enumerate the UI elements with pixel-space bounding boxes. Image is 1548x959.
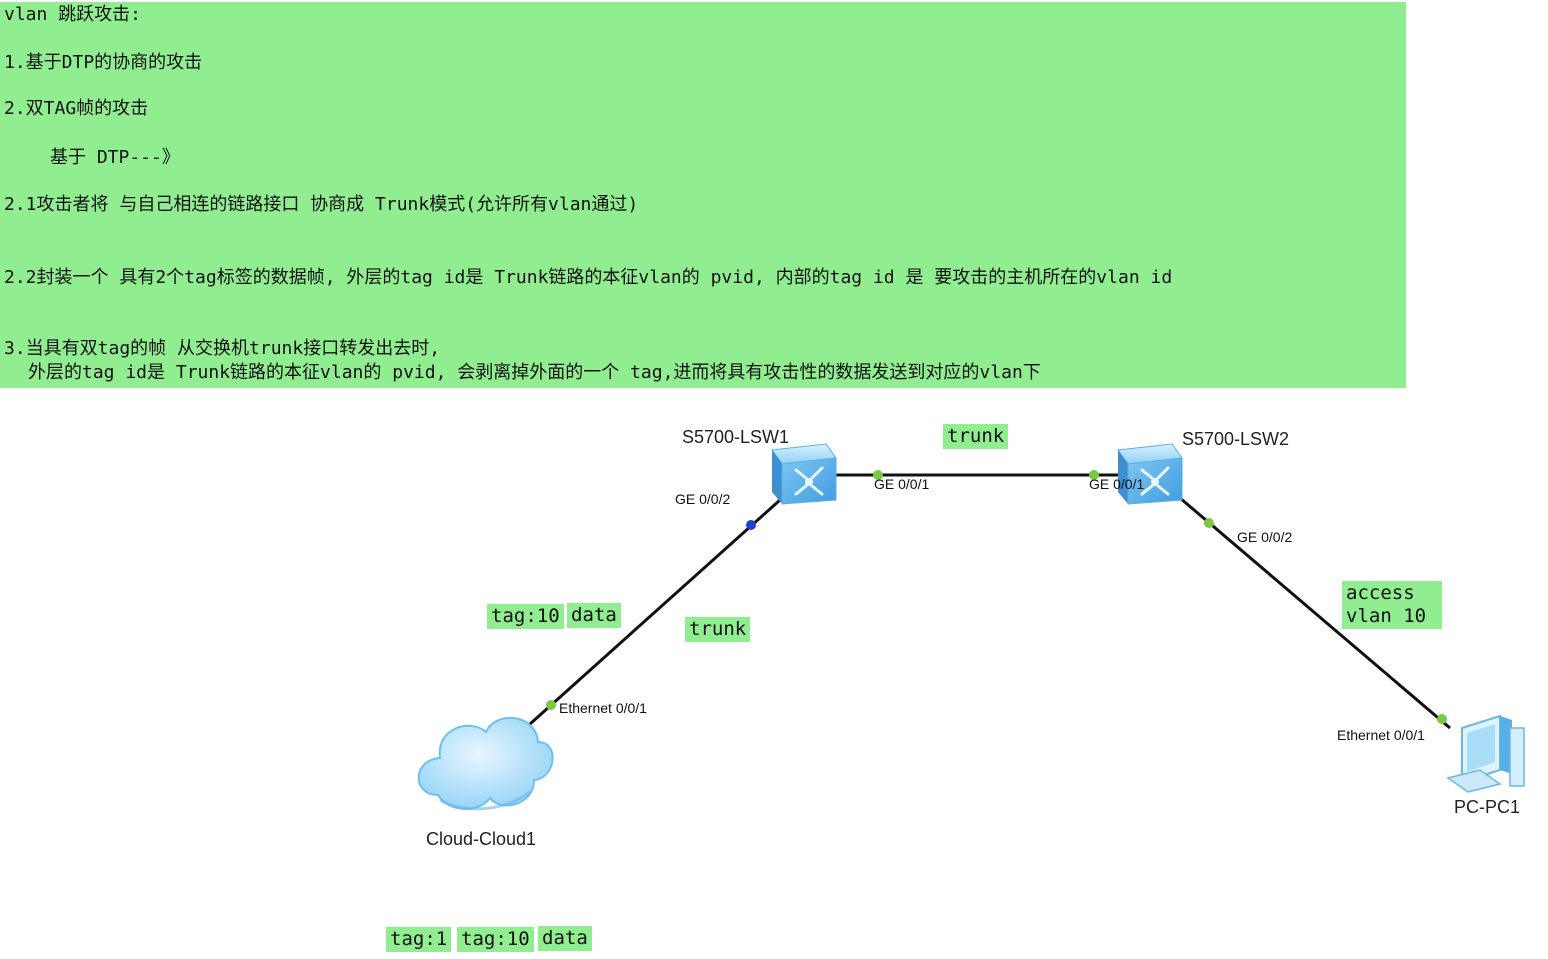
pc-icon[interactable] <box>1446 714 1525 793</box>
device-label-pc: PC-PC1 <box>1454 797 1521 817</box>
link-label-access-vlan: access vlan 10 <box>1342 581 1442 629</box>
port-label-lsw2-ge001: GE 0/0/1 <box>1089 476 1145 492</box>
port-dot-lsw2-ge001 <box>1089 470 1099 480</box>
device-label-lsw2: S5700-LSW2 <box>1182 429 1290 449</box>
link-lsw2-pc <box>1179 496 1451 730</box>
frame-double-inner-tag: tag:10 <box>457 927 534 952</box>
port-label-lsw1-ge001: GE 0/0/1 <box>874 476 930 492</box>
link-label-top-trunk: trunk <box>943 424 1009 449</box>
link-label-left-trunk: trunk <box>685 617 751 642</box>
device-label-cloud: Cloud-Cloud1 <box>426 829 537 849</box>
port-label-lsw1-ge002: GE 0/0/2 <box>675 491 731 507</box>
cloud-icon[interactable] <box>417 716 554 811</box>
note-line-4: 2.1攻击者将 与自己相连的链路接口 协商成 Trunk模式(允许所有vlan通… <box>4 194 639 215</box>
frame-double-outer-tag: tag:1 <box>386 927 452 952</box>
link-lsw1-cloud <box>528 498 782 726</box>
note-line-1: 1.基于DTP的协商的攻击 <box>4 52 203 73</box>
frame-single-data: data <box>567 603 621 628</box>
frame-double-data: data <box>538 926 592 951</box>
notes-title: vlan 跳跃攻击: <box>4 4 142 25</box>
switch-icon-lsw1[interactable] <box>771 443 837 505</box>
frame-single-tag: tag:10 <box>487 604 564 629</box>
port-label-pc-eth: Ethernet 0/0/1 <box>1337 727 1425 743</box>
note-line-7: 外层的tag id是 Trunk链路的本征vlan的 pvid, 会剥离掉外面的… <box>28 362 1041 383</box>
port-label-cloud-eth: Ethernet 0/0/1 <box>559 700 647 716</box>
device-label-lsw1: S5700-LSW1 <box>682 427 790 447</box>
port-dot-lsw1-ge001 <box>873 470 883 480</box>
note-line-2: 2.双TAG帧的攻击 <box>4 98 149 119</box>
note-line-5: 2.2封装一个 具有2个tag标签的数据帧, 外层的tag id是 Trunk链… <box>4 267 1173 288</box>
notes-panel: vlan 跳跃攻击: 1.基于DTP的协商的攻击 2.双TAG帧的攻击 基于 D… <box>0 2 1406 388</box>
port-dot-pc-eth <box>1437 714 1447 724</box>
note-line-3: 基于 DTP---》 <box>50 147 180 168</box>
switch-icon-lsw2[interactable] <box>1117 443 1183 505</box>
port-dot-cloud-eth <box>546 700 556 710</box>
note-line-6: 3.当具有双tag的帧 从交换机trunk接口转发出去时, <box>4 338 441 359</box>
port-dot-lsw1-ge002 <box>746 520 756 530</box>
port-label-lsw2-ge002: GE 0/0/2 <box>1237 529 1293 545</box>
port-dot-lsw2-ge002 <box>1204 518 1214 528</box>
